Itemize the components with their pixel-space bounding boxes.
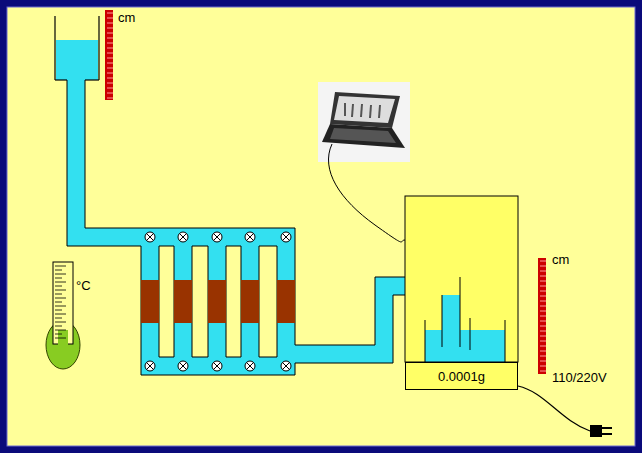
ground	[7, 7, 635, 446]
unit-label: cm	[552, 252, 569, 267]
ruler	[538, 258, 546, 374]
balance-housing	[405, 196, 518, 362]
pipe-outline	[67, 80, 460, 375]
unit-label: °C	[76, 278, 91, 293]
ruler-ticks	[107, 13, 546, 371]
power-cord	[518, 386, 590, 431]
pipe	[67, 79, 460, 375]
valve-symbols	[145, 232, 291, 371]
soil-sample	[141, 280, 295, 323]
voltage-label: 110/220V	[552, 370, 607, 385]
data-cable	[329, 144, 405, 242]
computer-icon	[318, 82, 410, 162]
thermometer-scale	[55, 266, 66, 338]
balance-display: 0.0001g	[405, 362, 518, 390]
display-text: 0.0001g	[438, 369, 485, 384]
unit-label: cm	[118, 10, 135, 25]
thermometer-fill	[58, 330, 68, 350]
beaker-water	[425, 330, 505, 362]
reservoir-water	[56, 40, 98, 80]
plug	[590, 425, 602, 437]
ruler	[105, 10, 113, 100]
beaker	[425, 320, 505, 362]
